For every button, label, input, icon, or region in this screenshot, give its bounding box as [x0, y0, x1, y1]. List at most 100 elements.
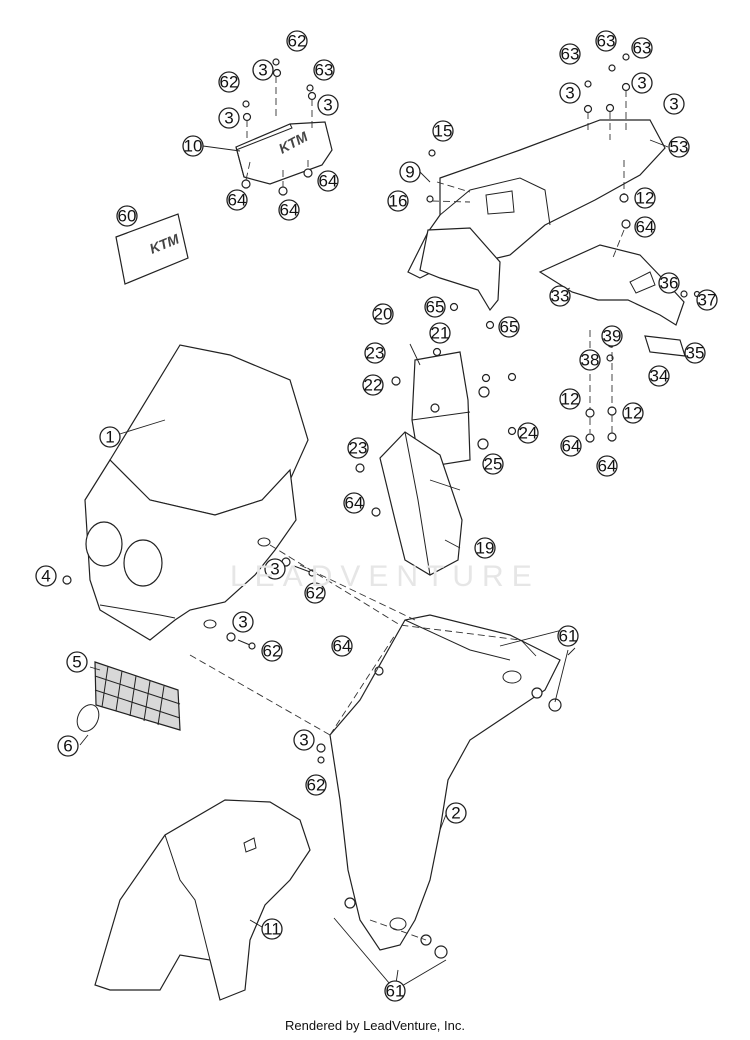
- callout-23: 23: [364, 342, 386, 364]
- callout-65: 65: [498, 316, 520, 338]
- svg-text:39: 39: [603, 327, 622, 346]
- callout-37: 37: [696, 289, 718, 311]
- callout-63: 63: [559, 43, 581, 65]
- callout-61: 61: [384, 980, 406, 1002]
- svg-text:21: 21: [431, 324, 450, 343]
- svg-text:64: 64: [345, 494, 364, 513]
- callout-60: 60: [116, 205, 138, 227]
- watermark: LEADVENTURE: [230, 560, 540, 593]
- callout-12: 12: [559, 388, 581, 410]
- callout-36: 36: [658, 272, 680, 294]
- part-side-panel: [329, 614, 561, 951]
- part-reflector: [644, 335, 686, 357]
- callout-19: 19: [474, 537, 496, 559]
- callout-3: 3: [317, 94, 339, 116]
- svg-text:64: 64: [636, 218, 655, 237]
- part-mud-flap: [379, 431, 463, 576]
- callout-3: 3: [218, 107, 240, 129]
- svg-text:33: 33: [551, 287, 570, 306]
- svg-text:62: 62: [306, 584, 325, 603]
- svg-text:10: 10: [184, 137, 203, 156]
- callout-39: 39: [601, 325, 623, 347]
- svg-text:5: 5: [72, 653, 81, 672]
- svg-text:15: 15: [434, 122, 453, 141]
- svg-text:64: 64: [319, 172, 338, 191]
- svg-text:64: 64: [228, 191, 247, 210]
- callout-11: 11: [261, 918, 283, 940]
- callout-64: 64: [278, 199, 300, 221]
- callout-20: 20: [372, 303, 394, 325]
- svg-text:23: 23: [349, 439, 368, 458]
- callout-62: 62: [304, 582, 326, 604]
- callout-25: 25: [482, 453, 504, 475]
- svg-text:62: 62: [307, 776, 326, 795]
- svg-text:62: 62: [263, 642, 282, 661]
- svg-text:64: 64: [333, 637, 352, 656]
- svg-text:9: 9: [405, 163, 414, 182]
- svg-text:62: 62: [220, 73, 239, 92]
- callout-22: 22: [362, 374, 384, 396]
- callout-24: 24: [517, 422, 539, 444]
- svg-text:3: 3: [323, 96, 332, 115]
- svg-text:63: 63: [597, 32, 616, 51]
- callout-3: 3: [293, 729, 315, 751]
- part-mount-plate: [411, 351, 471, 469]
- callout-34: 34: [648, 365, 670, 387]
- callout-64: 64: [331, 635, 353, 657]
- svg-text:61: 61: [386, 982, 405, 1001]
- svg-text:12: 12: [636, 189, 655, 208]
- svg-text:63: 63: [561, 45, 580, 64]
- svg-text:63: 63: [315, 61, 334, 80]
- svg-text:19: 19: [476, 539, 495, 558]
- hardware-items: [62, 53, 701, 959]
- svg-text:3: 3: [258, 61, 267, 80]
- svg-text:3: 3: [669, 95, 678, 114]
- callout-4: 4: [35, 565, 57, 587]
- footer-credit: Rendered by LeadVenture, Inc.: [285, 1018, 465, 1033]
- svg-text:64: 64: [598, 457, 617, 476]
- callout-63: 63: [595, 30, 617, 52]
- callout-38: 38: [579, 349, 601, 371]
- svg-text:12: 12: [561, 390, 580, 409]
- callout-6: 6: [57, 735, 79, 757]
- svg-text:3: 3: [299, 731, 308, 750]
- callout-12: 12: [634, 187, 656, 209]
- svg-text:16: 16: [389, 192, 408, 211]
- svg-text:62: 62: [288, 32, 307, 51]
- callout-65: 65: [424, 296, 446, 318]
- callout-61: 61: [557, 625, 579, 647]
- callout-3: 3: [232, 611, 254, 633]
- part-license-bracket: [538, 244, 685, 326]
- part-grille: [94, 661, 181, 731]
- callout-62: 62: [261, 640, 283, 662]
- callout-3: 3: [559, 82, 581, 104]
- callout-3: 3: [631, 72, 653, 94]
- callout-62: 62: [218, 71, 240, 93]
- callout-9: 9: [399, 161, 421, 183]
- callout-3: 3: [264, 558, 286, 580]
- svg-text:65: 65: [500, 318, 519, 337]
- assembly-lines: [189, 76, 627, 941]
- svg-text:3: 3: [565, 84, 574, 103]
- svg-text:3: 3: [224, 109, 233, 128]
- part-decal: KTM: [115, 213, 189, 285]
- callout-64: 64: [596, 455, 618, 477]
- svg-text:25: 25: [484, 455, 503, 474]
- callout-5: 5: [66, 651, 88, 673]
- callout-63: 63: [313, 59, 335, 81]
- part-front-fender: [94, 799, 311, 1001]
- svg-text:34: 34: [650, 367, 669, 386]
- part-headlight-mask: [84, 344, 309, 641]
- part-rear-fender: [407, 119, 666, 312]
- svg-text:4: 4: [41, 567, 50, 586]
- callout-62: 62: [305, 774, 327, 796]
- svg-text:38: 38: [581, 351, 600, 370]
- callout-64: 64: [317, 170, 339, 192]
- svg-text:2: 2: [451, 804, 460, 823]
- callout-15: 15: [432, 120, 454, 142]
- callout-53: 53: [668, 136, 690, 158]
- callout-64: 64: [560, 435, 582, 457]
- svg-text:53: 53: [670, 138, 689, 157]
